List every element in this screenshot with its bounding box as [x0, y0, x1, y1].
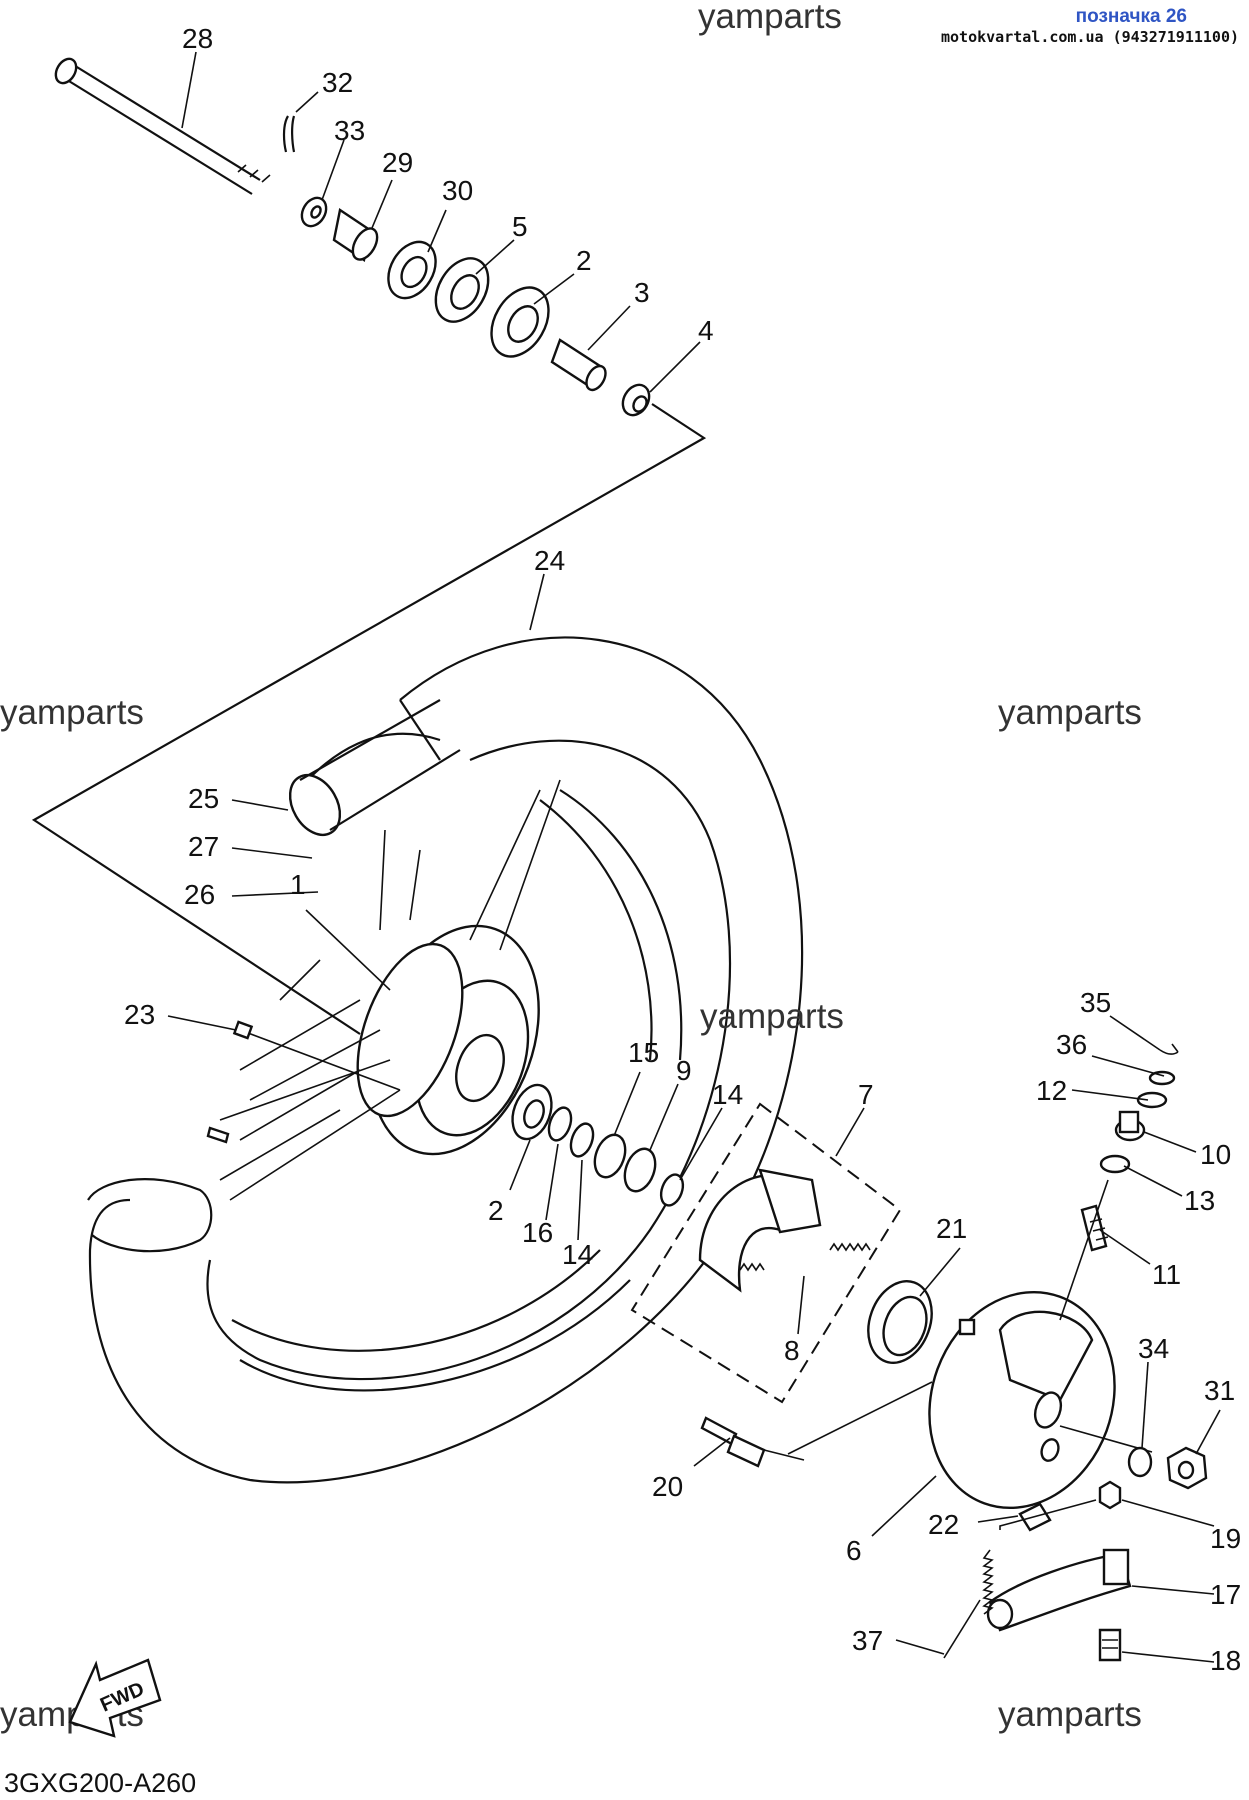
- wheel-tire: [87, 636, 804, 1484]
- callout-label: 34: [1138, 1333, 1169, 1364]
- callout-label: 16: [522, 1217, 553, 1248]
- callout-label: 11: [1152, 1259, 1181, 1290]
- assembly-leader-line: [31, 403, 707, 1035]
- callout-label: 33: [334, 115, 365, 146]
- callout-label: 15: [628, 1037, 659, 1068]
- watermark-bottom-right: yamparts: [998, 1695, 1142, 1734]
- axle-assembly: [54, 57, 651, 417]
- callout-label: 2: [576, 245, 592, 276]
- callout-label: 7: [858, 1079, 874, 1110]
- diagram-code: 3GXG200-A260: [4, 1768, 196, 1798]
- callout-label: 12: [1036, 1075, 1067, 1106]
- callout-label: 8: [784, 1335, 800, 1366]
- callout-label: 21: [936, 1213, 967, 1244]
- watermark-top: yamparts: [698, 0, 842, 36]
- callout-label: 22: [928, 1509, 959, 1540]
- camshaft: [700, 1416, 805, 1468]
- callout-leaders: [167, 51, 1221, 1663]
- washer-34: [1127, 1446, 1153, 1478]
- callout-label: 35: [1080, 987, 1111, 1018]
- callout-label: 10: [1200, 1139, 1231, 1170]
- callout-label: 17: [1210, 1579, 1241, 1610]
- speedo-drive-parts: [1059, 1043, 1179, 1321]
- callout-label: 2: [488, 1195, 504, 1226]
- callout-label: 31: [1204, 1375, 1235, 1406]
- callout-label: 27: [188, 831, 219, 862]
- callout-label: 20: [652, 1471, 683, 1502]
- callout-label: 36: [1056, 1029, 1087, 1060]
- brake-shoes: [698, 1168, 871, 1293]
- bookmark-label[interactable]: позначка 26: [1075, 6, 1187, 27]
- callout-numbers: 28 32 33 29 30 5 2 3 4 24 25 27 26 1 23 …: [124, 23, 1241, 1676]
- callout-label: 29: [382, 147, 413, 178]
- callout-label: 4: [698, 315, 714, 346]
- callout-label: 32: [322, 67, 353, 98]
- callout-label: 18: [1210, 1645, 1241, 1676]
- callout-label: 28: [182, 23, 213, 54]
- callout-label: 19: [1210, 1523, 1241, 1554]
- callout-label: 14: [562, 1239, 593, 1270]
- callout-label: 5: [512, 211, 528, 242]
- callout-label: 25: [188, 783, 219, 814]
- source-line: motokvartal.com.ua (943271911100): [940, 28, 1239, 46]
- callout-label: 37: [852, 1625, 883, 1656]
- brake-shoe-group: [630, 1102, 902, 1404]
- watermark-mid-right: yamparts: [998, 693, 1142, 732]
- callout-label: 6: [846, 1535, 862, 1566]
- callout-label: 3: [634, 277, 650, 308]
- brake-plate-line: [787, 1381, 933, 1455]
- watermark-center: yamparts: [700, 997, 844, 1036]
- cam-lever-parts: [943, 1480, 1132, 1662]
- hub-spokes: [206, 779, 685, 1207]
- callout-label: 13: [1184, 1185, 1215, 1216]
- callout-label: 26: [184, 879, 215, 910]
- brake-plate: [928, 1290, 1116, 1510]
- oil-seal: [867, 1280, 933, 1364]
- callout-label: 14: [712, 1079, 743, 1110]
- watermark-mid-left: yamparts: [0, 693, 144, 732]
- callout-label: 9: [676, 1055, 692, 1086]
- callout-label: 30: [442, 175, 473, 206]
- callout-label: 23: [124, 999, 155, 1030]
- callout-label: 1: [290, 869, 306, 900]
- callout-label: 24: [534, 545, 565, 576]
